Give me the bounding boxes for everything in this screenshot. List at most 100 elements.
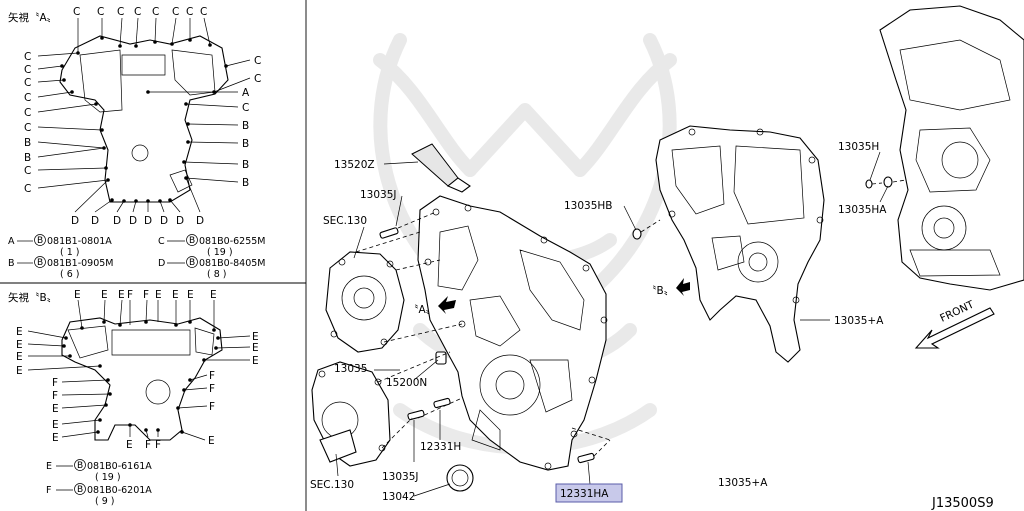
svg-text:F: F [52,377,58,389]
svg-text:B: B [37,236,43,246]
main-exploded-view: 〝A〟 〝B〟 FRONT [310,5,1024,511]
svg-text:( 6 ): ( 6 ) [60,269,80,280]
label-sec130-top: SEC.130 [323,215,367,227]
svg-text:081B0-6255M: 081B0-6255M [199,236,266,247]
svg-text:F: F [145,439,151,451]
svg-text:C: C [24,77,31,89]
view-a-right-letters: C C A C B B B B [242,55,261,189]
svg-text:C: C [24,107,31,119]
view-a-bottom-letters: D D D D D D D D [71,215,204,227]
view-a-legend: A B 081B1-0801A ( 1 ) C B 081B0-6255M ( … [8,234,266,280]
legend-row-e: E B 081B0-6161A ( 19 ) [46,459,152,483]
svg-text:B: B [24,152,31,164]
svg-text:B: B [242,120,249,132]
label-13035a-bottom: 13035+A [718,477,768,489]
svg-text:B: B [189,258,195,268]
front-cover [417,195,608,471]
label-13035: 13035 [334,363,367,375]
svg-text:081B1-0905M: 081B1-0905M [47,258,114,269]
view-b-dots [62,320,220,434]
label-12331ha: 12331HA [560,488,609,500]
label-13042: 13042 [382,491,415,503]
svg-text:( 1 ): ( 1 ) [60,247,80,258]
svg-text:081B1-0801A: 081B1-0801A [47,236,112,247]
svg-text:C: C [172,6,179,18]
view-b-bottom-letters: E F F E [126,435,215,451]
svg-text:E: E [16,365,23,377]
svg-text:C: C [254,73,261,85]
svg-text:C: C [24,183,31,195]
svg-text:B: B [8,258,15,269]
svg-text:( 9 ): ( 9 ) [95,496,115,507]
label-13035a-right: 13035+A [834,315,884,327]
svg-text:B: B [37,258,43,268]
svg-text:F: F [155,439,161,451]
svg-text:D: D [176,215,184,227]
view-a-left-letters: C C C C C C B B C C [24,51,31,195]
svg-text:F: F [209,370,215,382]
rear-cover [655,125,825,363]
svg-text:A: A [242,87,250,99]
svg-text:C: C [158,236,165,247]
svg-text:D: D [158,258,165,269]
svg-text:E: E [101,289,108,301]
svg-text:C: C [242,102,249,114]
svg-text:E: E [187,289,194,301]
svg-text:D: D [113,215,121,227]
svg-text:F: F [52,390,58,402]
svg-text:E: E [252,342,259,354]
svg-text:D: D [196,215,204,227]
svg-text:E: E [210,289,217,301]
svg-text:B: B [24,137,31,149]
legend-row-b: B B 081B1-0905M ( 6 ) [8,256,114,280]
svg-text:081B0-6161A: 081B0-6161A [87,461,152,472]
callout-labels: 13520Z 13035J SEC.130 13035 15200N 12331… [310,141,887,503]
view-b-outline [61,317,223,441]
view-b-panel: 矢視〝B〟 [8,289,259,507]
svg-text:( 8 ): ( 8 ) [207,269,227,280]
svg-text:B: B [242,138,249,150]
svg-text:E: E [16,339,23,351]
svg-text:A: A [8,236,15,247]
svg-text:C: C [24,122,31,134]
assembly-dashed-lines [355,179,907,457]
svg-text:B: B [242,177,249,189]
water-pump-bottom [311,361,391,467]
svg-text:C: C [117,6,124,18]
label-13035j-bottom: 13035J [382,471,419,483]
svg-text:D: D [144,215,152,227]
svg-text:D: D [129,215,137,227]
svg-text:E: E [74,289,81,301]
svg-text:C: C [254,55,261,67]
svg-text:D: D [71,215,79,227]
svg-text:E: E [52,432,59,444]
svg-text:E: E [46,461,52,472]
svg-text:F: F [127,289,133,301]
svg-text:E: E [52,403,59,415]
svg-text:E: E [155,289,162,301]
legend-row-c: C B 081B0-6255M ( 19 ) [158,234,266,258]
label-13035hb: 13035HB [564,200,613,212]
svg-text:D: D [91,215,99,227]
water-pump-top [325,251,405,353]
svg-text:E: E [16,326,23,338]
svg-text:D: D [160,215,168,227]
svg-text:B: B [189,236,195,246]
svg-text:〝B〟: 〝B〟 [646,285,674,297]
label-sec130-bottom: SEC.130 [310,479,354,491]
view-b-arrow: 〝B〟 [646,278,690,297]
sealant-tube [411,143,471,193]
svg-text:B: B [242,159,249,171]
front-direction-indicator: FRONT [914,298,995,349]
label-13035ha: 13035HA [838,204,887,216]
svg-text:C: C [134,6,141,18]
view-b-title: 矢視〝B〟 [8,291,57,304]
svg-text:C: C [73,6,80,18]
legend-row-a: A B 081B1-0801A ( 1 ) [8,234,112,258]
svg-text:E: E [16,351,23,363]
svg-text:F: F [209,401,215,413]
svg-text:C: C [24,92,31,104]
svg-text:E: E [252,355,259,367]
svg-text:B: B [77,485,83,495]
view-a-outline [59,35,229,203]
